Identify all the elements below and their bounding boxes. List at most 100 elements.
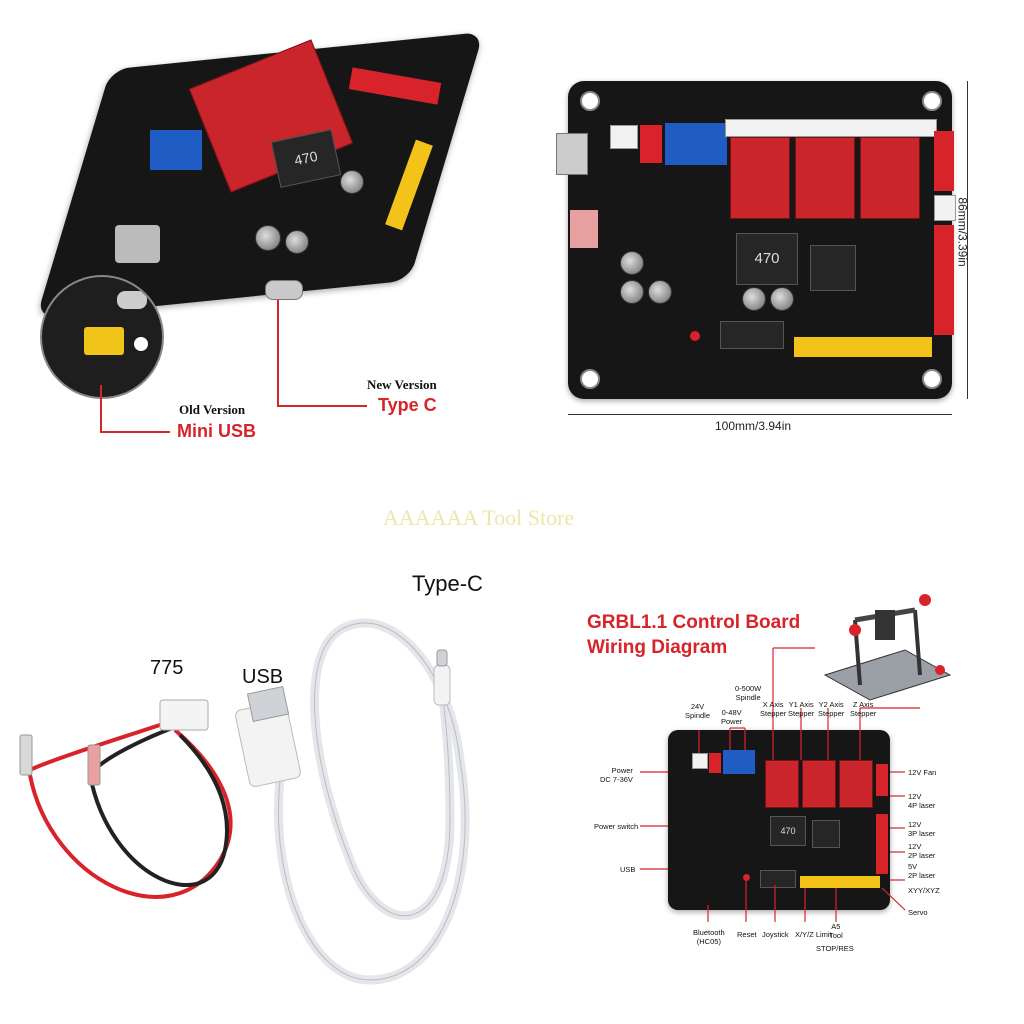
capacitor — [255, 225, 281, 251]
label-0-500w-spindle: 0-500W Spindle — [735, 684, 762, 702]
inductor: 470 — [736, 233, 798, 285]
label-0-48v-power: 0-48V Power — [721, 708, 743, 726]
label-12v-2p-laser: 12V 2P laser — [908, 842, 936, 860]
label-a5-tool: A5 Tool — [829, 922, 843, 940]
new-version-port-label: Type C — [378, 395, 437, 415]
white-connector — [610, 125, 638, 149]
pin-header — [760, 870, 796, 888]
power-switch — [570, 210, 598, 248]
usb-c-port — [556, 133, 588, 175]
red-connector-column — [876, 764, 888, 796]
label-775: 775 — [150, 657, 184, 679]
capacitor — [285, 230, 309, 254]
red-connector-column — [876, 814, 888, 874]
callout-line-new — [277, 300, 279, 407]
label-y1-axis-stepper: Y1 Axis Stepper — [788, 700, 815, 718]
mount-hole — [580, 369, 600, 389]
old-version-label: Old Version — [179, 402, 246, 417]
stepper-driver-x — [730, 137, 790, 219]
mount-hole — [580, 91, 600, 111]
inductor-marking: 470 — [754, 250, 780, 267]
dc-jack — [115, 225, 160, 263]
label-24v-spindle: 24V Spindle — [685, 702, 711, 720]
wiring-title-line2: Wiring Diagram — [587, 637, 728, 658]
label-usb: USB — [620, 865, 636, 874]
old-version-port-label: Mini USB — [177, 421, 256, 441]
height-dimension-line — [967, 81, 968, 399]
stepper-driver — [765, 760, 799, 808]
crystal — [117, 291, 147, 309]
label-12v-4p-laser: 12V 4P laser — [908, 792, 936, 810]
mcu-chip — [810, 245, 856, 291]
red-connector — [709, 753, 721, 773]
capacitor — [620, 280, 644, 304]
label-xyz-limit: X/Y/Z Limit — [795, 930, 832, 939]
capacitor — [648, 280, 672, 304]
product-photo-top-view: 470 100mm/3.94in 86mm/3.39in — [556, 75, 1000, 435]
stepper-driver — [802, 760, 836, 808]
wiring-title-line1: GRBL1.1 Control Board — [587, 612, 801, 633]
label-usb: USB — [242, 666, 284, 688]
label-y2-axis-stepper: Y2 Axis Stepper — [818, 700, 845, 718]
pin-header-black — [720, 321, 784, 349]
capacitor — [620, 251, 644, 275]
blue-terminal — [665, 123, 727, 165]
callout-line-new — [277, 405, 367, 407]
label-12v-3p-laser: 12V 3P laser — [908, 820, 936, 838]
mcu-chip — [812, 820, 840, 848]
yellow-header — [800, 876, 880, 888]
label-reset: Reset — [737, 930, 757, 939]
white-connector — [692, 753, 708, 769]
inductor-marking: 470 — [780, 826, 796, 836]
mini-usb-zoom-inset — [40, 275, 164, 399]
reset-button — [743, 874, 750, 881]
label-12v-fan: 12V Fan — [908, 768, 937, 777]
label-power-dc: Power DC 7-36V — [600, 766, 633, 784]
width-dimension-line — [568, 414, 952, 415]
width-dimension-label: 100mm/3.94in — [715, 419, 792, 433]
wiring-callout-lines — [640, 647, 920, 922]
white-connector-row — [725, 119, 937, 137]
label-bluetooth: Bluetooth (HC05) — [693, 928, 725, 946]
stepper-driver-y2 — [860, 137, 920, 219]
label-joystick: Joystick — [762, 930, 789, 939]
reset-button — [690, 331, 700, 341]
cnc-machine-illustration — [823, 594, 952, 701]
blue-terminal — [150, 130, 202, 170]
capacitor — [742, 287, 766, 311]
label-type-c: Type-C — [412, 571, 483, 596]
yellow-header — [794, 337, 932, 357]
store-watermark: AAAAAA Tool Store — [383, 505, 575, 530]
inductor-marking: 470 — [292, 147, 319, 169]
mount-hole — [922, 369, 942, 389]
capacitor — [340, 170, 364, 194]
label-x-axis-stepper: X Axis Stepper — [760, 700, 787, 718]
inductor: 470 — [770, 816, 806, 846]
cable-drawing — [19, 618, 470, 985]
callout-line-old — [100, 385, 102, 433]
blue-terminal — [723, 750, 755, 774]
label-xyy-xyz: XYY/XYZ — [908, 886, 940, 895]
mount-hole — [134, 337, 148, 351]
label-servo: Servo — [908, 908, 928, 917]
stepper-driver-y1 — [795, 137, 855, 219]
mount-hole — [922, 91, 942, 111]
callout-line-old — [100, 431, 170, 433]
cable-photo: 775 USB Type-C — [10, 560, 510, 1010]
white-connector-side — [934, 195, 956, 221]
label-z-axis-stepper: Z Axis Stepper — [850, 700, 877, 718]
red-connector-column — [934, 131, 954, 191]
type-c-port — [265, 280, 303, 300]
capacitor — [770, 287, 794, 311]
label-power-switch: Power switch — [594, 822, 639, 831]
red-connector-column — [934, 225, 954, 335]
height-dimension-label: 86mm/3.39in — [955, 197, 970, 267]
wiring-diagram: GRBL1.1 Control Board Wiring Diagram 470 — [580, 580, 1020, 1010]
product-photo-angled-board: 470 Old Version Mini USB New Version Typ… — [36, 30, 510, 450]
new-version-label: New Version — [367, 377, 437, 392]
mini-usb-port — [84, 327, 124, 355]
red-connector — [640, 125, 662, 163]
label-stop-res: STOP/RES — [816, 944, 854, 953]
label-5v-2p-laser: 5V 2P laser — [908, 862, 936, 880]
stepper-driver — [839, 760, 873, 808]
